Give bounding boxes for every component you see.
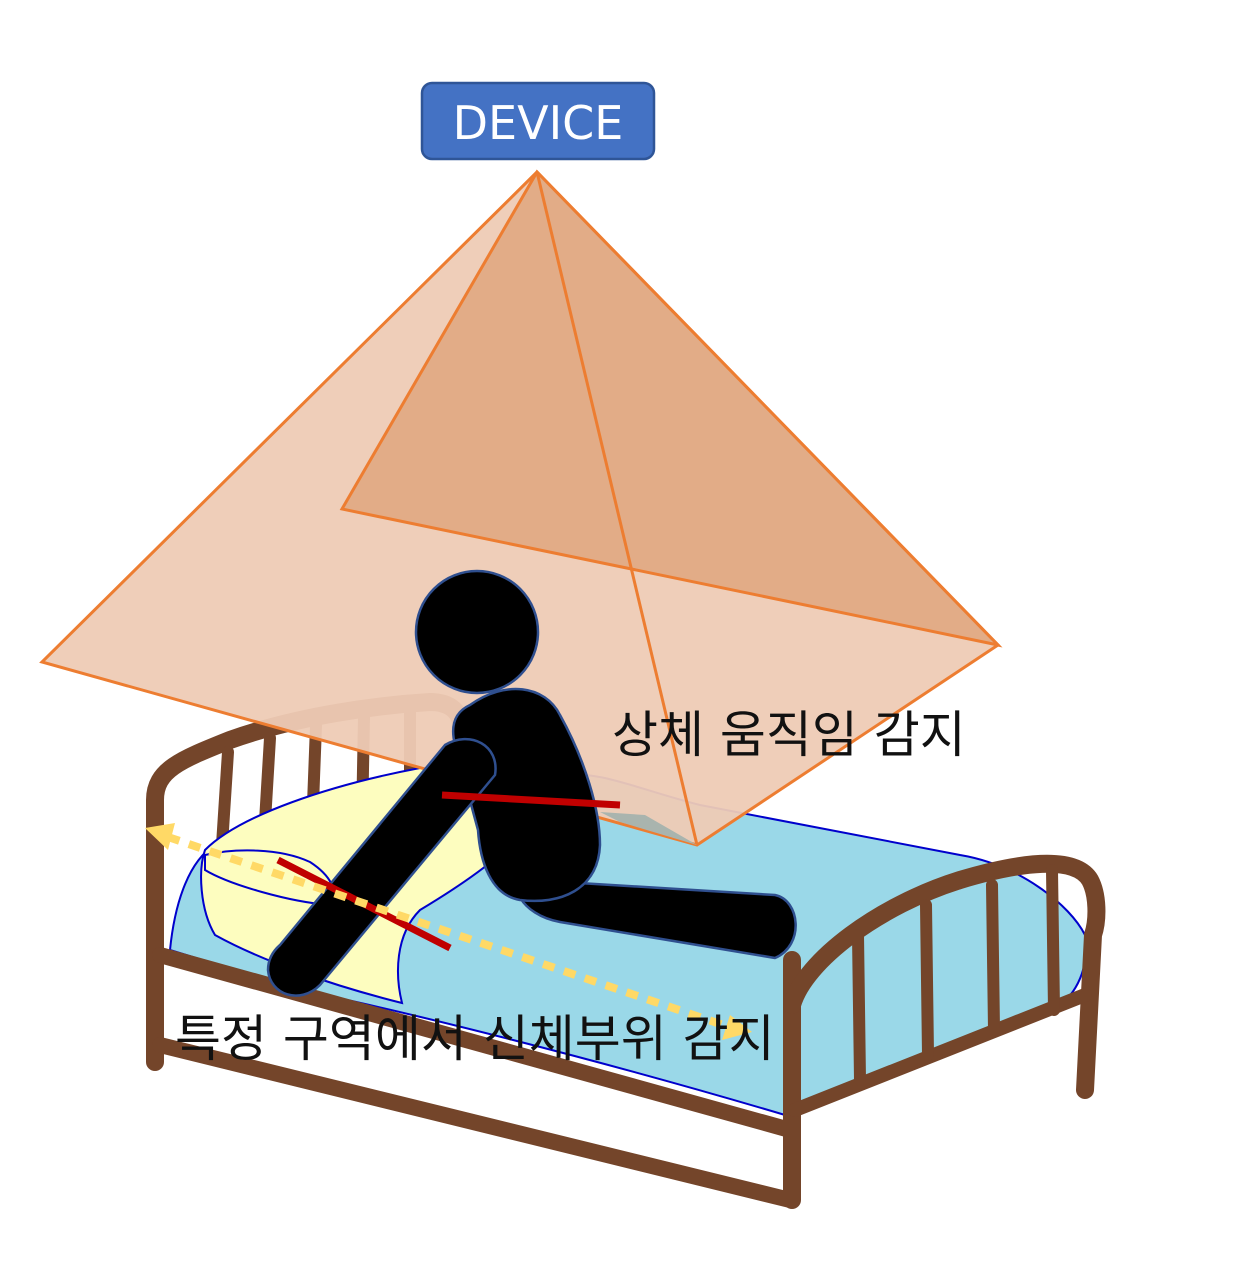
- footboard: [783, 854, 1106, 1117]
- upper-body-marker: [441, 791, 621, 809]
- upper-body-caption: 상체 움직임 감지: [612, 706, 966, 764]
- arrow-head-left: [145, 823, 175, 850]
- region-caption: 특정 구역에서 신체부위 감지: [175, 1010, 775, 1068]
- sensor-field: [39, 169, 1003, 847]
- device-label: DEVICE: [453, 96, 624, 150]
- arrow-head-right: [722, 1015, 752, 1040]
- region-arrow: [145, 823, 752, 1040]
- person-arm: [266, 737, 497, 997]
- person-head: [414, 569, 540, 695]
- sensor-cone-inner: [339, 169, 1003, 648]
- person: [266, 569, 797, 997]
- device-box: DEVICE: [420, 81, 656, 161]
